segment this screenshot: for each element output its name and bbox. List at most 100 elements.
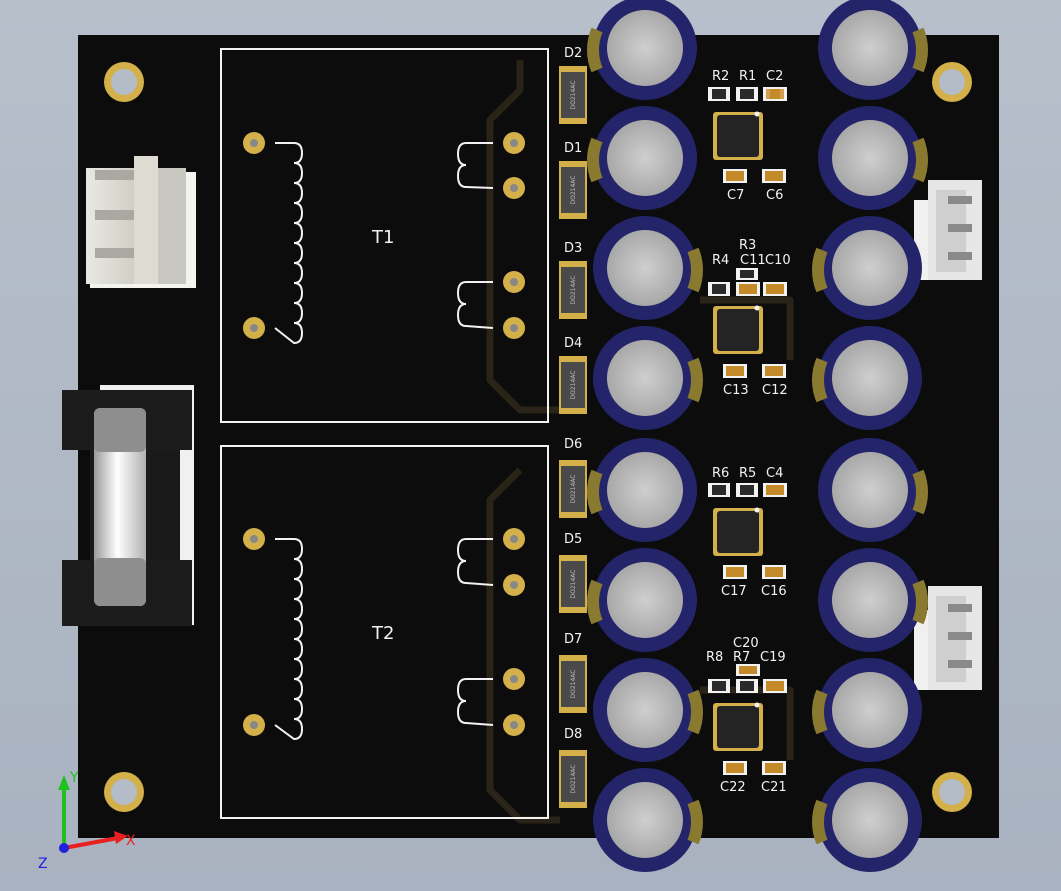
smd-capacitor [736,282,760,296]
passive-ref: C6 [766,188,783,203]
diode-marking: DO214AC [570,570,577,599]
smd-resistor [736,87,758,101]
electrolytic-capacitor [587,548,697,652]
transformer-t2: T2 [220,445,549,819]
passive-ref: C20 [733,636,759,651]
diode-marking: DO214AC [570,371,577,400]
passive-ref: C12 [762,383,788,398]
fuse-holder [62,385,194,626]
diode-d8: D8 DO214AC [559,727,587,808]
smd-capacitor [763,87,787,101]
passive-ref: C22 [720,780,746,795]
smd-resistor [708,87,730,101]
smd-capacitor [762,565,786,579]
electrolytic-capacitor [812,768,922,872]
passive-ref: C2 [766,69,783,84]
diode-d5: D5 DO214AC [559,532,587,613]
diode-ref: D6 [564,437,582,452]
axis-y-label: Y [69,770,79,786]
electrolytic-capacitor [818,548,928,652]
passive-ref: C17 [721,584,747,599]
smd-capacitor [762,169,786,183]
passives: R2 R1 C2 C7 C6 R3 R4 C11 C10 C13 C12 R6 … [706,69,791,795]
electrolytic-capacitor [593,768,703,872]
smd-capacitor [723,169,747,183]
electrolytic-capacitor [818,106,928,210]
diode-d7: D7 DO214AC [559,632,587,713]
passive-ref: R6 [712,466,729,481]
diode-marking: DO214AC [570,475,577,504]
passive-ref: R2 [712,69,729,84]
capacitors-left-column [587,0,703,872]
ics [713,111,763,751]
smd-capacitor [723,565,747,579]
diode-d4: D4 DO214AC [559,336,587,414]
smd-resistor [736,483,758,497]
smd-capacitor [723,364,747,378]
passive-ref: R5 [739,466,756,481]
smd-capacitor [763,483,787,497]
diode-ref: D7 [564,632,582,647]
fuse [94,408,146,606]
passive-ref: C13 [723,383,749,398]
diodes: D2 DO214AC D1 DO214AC D3 DO214AC D4 DO21… [559,46,587,808]
diode-ref: D3 [564,241,582,256]
ic [713,702,763,751]
axis-x-label: X [126,833,136,849]
diode-d1: D1 DO214AC [559,141,587,219]
smd-capacitor [763,679,787,693]
passive-ref: R8 [706,650,723,665]
passive-ref: C16 [761,584,787,599]
mounting-hole [932,772,972,812]
electrolytic-capacitor [818,0,928,100]
passive-ref: C21 [761,780,787,795]
mounting-hole [104,62,144,102]
passive-ref: R3 [739,238,756,253]
diode-marking: DO214AC [570,670,577,699]
smd-resistor [708,679,730,693]
passive-ref: R7 [733,650,750,665]
electrolytic-capacitor [818,438,928,542]
diode-marking: DO214AC [570,276,577,305]
transformer-t1: T1 [220,48,549,423]
smd-capacitor [762,761,786,775]
electrolytic-capacitor [587,438,697,542]
diode-ref: D1 [564,141,582,156]
connector-right-bottom [914,586,982,690]
connector-right-top [914,180,982,280]
smd-resistor [708,483,730,497]
diode-marking: DO214AC [570,765,577,794]
mounting-hole [932,62,972,102]
electrolytic-capacitor [812,216,922,320]
axis-gizmo: Y X Z [38,770,136,872]
electrolytic-capacitor [587,106,697,210]
diode-d2: D2 DO214AC [559,46,587,124]
diode-marking: DO214AC [570,81,577,110]
diode-ref: D5 [564,532,582,547]
diode-ref: D8 [564,727,582,742]
capacitors-right-column [812,0,928,872]
passive-ref: R4 [712,253,729,268]
smd-capacitor [736,664,760,676]
smd-capacitor [762,364,786,378]
passive-ref: C19 [760,650,786,665]
smd-resistor [736,268,758,280]
mounting-hole [104,772,144,812]
diode-d3: D3 DO214AC [559,241,587,319]
mounting-holes [104,62,972,812]
electrolytic-capacitor [812,658,922,762]
ic [713,111,763,160]
ic [713,305,763,354]
diode-ref: D2 [564,46,582,61]
smd-resistor [736,679,758,693]
ic [713,507,763,556]
smd-capacitor [723,761,747,775]
transformer-ref: T1 [371,227,394,248]
passive-ref: C11 [740,253,766,268]
transformer-ref: T2 [371,623,394,644]
electrolytic-capacitor [593,216,703,320]
electrolytic-capacitor [593,658,703,762]
smd-resistor [708,282,730,296]
